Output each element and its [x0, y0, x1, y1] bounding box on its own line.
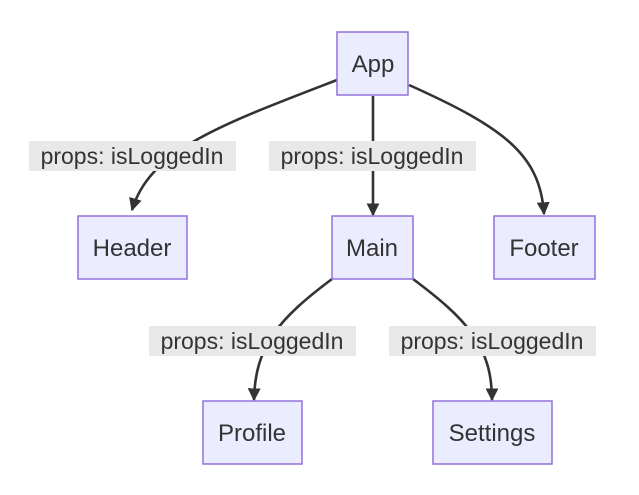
edge-label-app-header-text: props: isLoggedIn: [41, 143, 224, 169]
edge-label-app-header: props: isLoggedIn: [29, 141, 236, 171]
node-main-label: Main: [346, 235, 398, 262]
node-profile: Profile: [202, 400, 303, 465]
node-footer: Footer: [493, 215, 596, 280]
node-app-label: App: [352, 51, 395, 78]
edge-label-main-settings-text: props: isLoggedIn: [401, 328, 584, 354]
node-header-label: Header: [93, 235, 172, 262]
node-footer-label: Footer: [509, 235, 578, 262]
node-main: Main: [331, 215, 414, 280]
edge-label-main-profile-text: props: isLoggedIn: [161, 328, 344, 354]
node-profile-label: Profile: [218, 420, 286, 447]
node-app: App: [336, 31, 409, 96]
edge-label-main-settings: props: isLoggedIn: [389, 326, 596, 356]
node-settings: Settings: [432, 400, 553, 465]
edge-label-app-main: props: isLoggedIn: [269, 141, 476, 171]
edge-app-footer: [408, 83, 550, 216]
edge-label-app-main-text: props: isLoggedIn: [281, 143, 464, 169]
node-settings-label: Settings: [449, 420, 536, 447]
edge-app-header: [129, 78, 338, 212]
edge-label-main-profile: props: isLoggedIn: [149, 326, 356, 356]
node-header: Header: [77, 215, 188, 280]
